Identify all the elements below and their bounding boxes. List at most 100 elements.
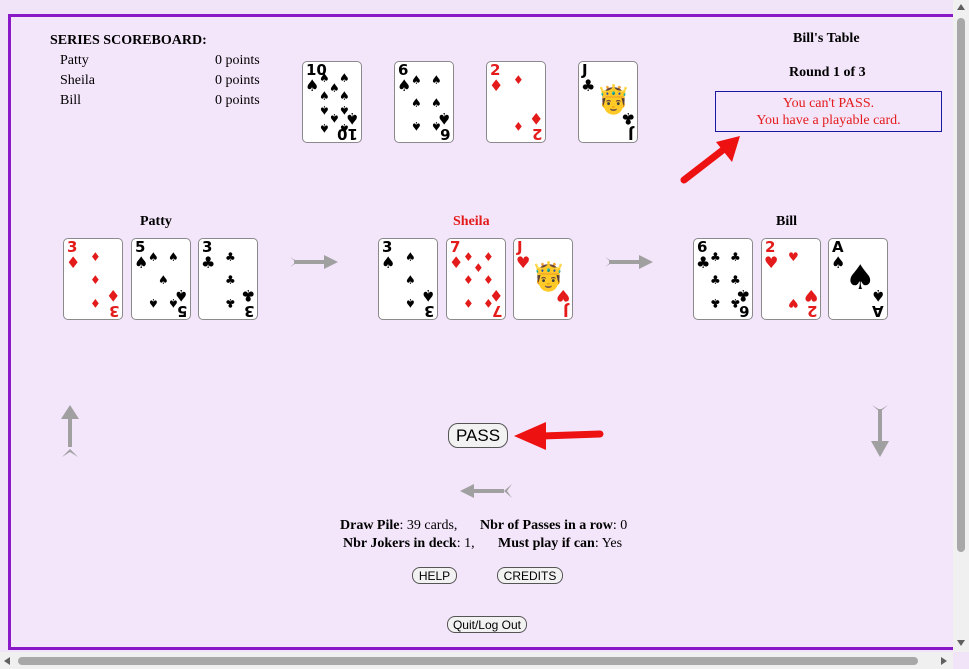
quit-button[interactable]: Quit/Log Out [447, 616, 527, 633]
pip-icon: ♠ [339, 121, 350, 135]
pip-icon: ♠ [339, 89, 350, 103]
up-arrow-icon [61, 405, 79, 457]
round-indicator: Round 1 of 3 [789, 65, 866, 80]
card-rank: A [832, 238, 844, 256]
scroll-right-icon[interactable] [941, 657, 947, 665]
card-suit-icon: ♠ [381, 253, 396, 272]
playing-card[interactable]: 6♠6♠♠♠♠♠♠♠ [394, 61, 454, 143]
playing-card[interactable]: 2♦2♦♦♦ [486, 61, 546, 143]
vertical-scrollbar[interactable] [953, 0, 969, 652]
credits-button[interactable]: CREDITS [497, 567, 563, 584]
player-name-bill: Bill [776, 214, 798, 229]
pip-icon: ♠ [431, 73, 442, 87]
pip-icon: ♠ [148, 296, 159, 310]
card-rank: J [517, 238, 523, 256]
ace-pip-icon: ♠ [845, 258, 876, 298]
scrollbar-thumb[interactable] [957, 18, 965, 552]
scoreboard-score: 0 points [215, 73, 260, 88]
playing-card[interactable]: 3♦3♦♦♦♦ [63, 238, 123, 320]
right-arrow-icon [605, 255, 653, 269]
playing-card[interactable]: 2♥2♥♥♥ [761, 238, 821, 320]
card-rank: J [628, 125, 634, 143]
card-suit-icon: ♠ [397, 76, 412, 95]
playing-card[interactable]: 3♣3♣♣♣♣ [198, 238, 258, 320]
stats-line-1: Draw Pile: 39 cards, [340, 518, 457, 534]
scroll-down-icon[interactable] [957, 640, 965, 646]
pip-icon: ♠ [319, 71, 330, 85]
pip-icon: ♣ [710, 296, 721, 310]
scrollbar-thumb[interactable] [18, 657, 918, 665]
pip-icon: ♦ [483, 296, 494, 310]
scroll-up-icon[interactable] [957, 4, 965, 10]
pip-icon: ♠ [405, 273, 416, 287]
pip-icon: ♦ [90, 296, 101, 310]
pip-icon: ♠ [319, 121, 330, 135]
card-suit-icon: ♥ [516, 253, 531, 272]
passes-value: : 0 [612, 518, 628, 533]
pip-icon: ♦ [483, 273, 494, 287]
playing-card[interactable]: A♠A♠♠ [828, 238, 888, 320]
pip-icon: ♣ [730, 250, 741, 264]
card-suit-icon: ♦ [449, 253, 464, 272]
card-rank: 3 [202, 238, 213, 256]
scoreboard-score: 0 points [215, 93, 260, 108]
pip-icon: ♠ [168, 296, 179, 310]
scoreboard-title: SERIES SCOREBOARD: [50, 33, 207, 48]
down-arrow-icon [871, 405, 889, 457]
card-rank: 2 [765, 238, 776, 256]
stats-line-1b: Nbr of Passes in a row: 0 [480, 518, 627, 534]
pip-icon: ♠ [405, 250, 416, 264]
pip-icon: ♦ [463, 273, 474, 287]
red-arrow-icon [514, 422, 604, 450]
must-play-value: : Yes [594, 536, 623, 551]
card-suit-icon: ♠ [305, 76, 320, 95]
player-name-patty: Patty [140, 214, 172, 229]
playing-card[interactable]: 5♠5♠♠♠♠♠♠ [131, 238, 191, 320]
card-pips: ♣♣♣ [213, 247, 247, 313]
playing-card[interactable]: 3♠3♠♠♠♠ [378, 238, 438, 320]
right-arrow-icon [290, 255, 338, 269]
playing-card[interactable]: 10♠10♠♠♠♠♠♠♠♠♠♠♠ [302, 61, 362, 143]
pip-icon: ♣ [710, 250, 721, 264]
face-card-icon: 🤴 [531, 260, 566, 293]
card-rank: J [582, 61, 588, 79]
playing-card[interactable]: J♥J♥🤴 [513, 238, 573, 320]
scoreboard-name: Sheila [60, 73, 95, 88]
pip-icon: ♣ [225, 273, 236, 287]
card-pips: ♦♦♦♦♦♦♦ [461, 247, 495, 313]
pip-icon: ♠ [339, 103, 350, 117]
card-pips: ♠♠♠♠♠♠♠♠♠♠ [317, 70, 351, 136]
card-rank: 10 [306, 61, 327, 79]
playing-card[interactable]: J♣J♣🤴 [578, 61, 638, 143]
card-pips: ♠♠♠♠♠♠ [409, 70, 443, 136]
pip-icon: ♠ [319, 89, 330, 103]
pip-icon: ♠ [339, 71, 350, 85]
help-button[interactable]: HELP [412, 567, 457, 584]
card-pips: ♦♦♦ [78, 247, 112, 313]
pip-icon: ♦ [513, 73, 524, 87]
stats-line-2b: Must play if can: Yes [498, 536, 622, 552]
draw-pile-value: : 39 cards, [399, 518, 458, 533]
pip-icon: ♠ [431, 119, 442, 133]
playing-card[interactable]: 7♦7♦♦♦♦♦♦♦♦ [446, 238, 506, 320]
pip-icon: ♣ [225, 250, 236, 264]
playing-card[interactable]: 6♣6♣♣♣♣♣♣♣ [693, 238, 753, 320]
table-title: Bill's Table [793, 31, 860, 46]
pip-icon: ♦ [473, 261, 484, 275]
pass-button[interactable]: PASS [448, 423, 508, 448]
card-pips: ♠ ♠ ♠ [393, 247, 427, 313]
pip-icon: ♠ [405, 296, 416, 310]
card-rank: 3 [67, 238, 78, 256]
pip-icon: ♠ [158, 273, 169, 287]
horizontal-scrollbar[interactable] [0, 652, 953, 669]
pip-icon: ♥ [788, 296, 799, 310]
red-arrow-icon [680, 136, 740, 184]
pip-icon: ♠ [411, 73, 422, 87]
scroll-left-icon[interactable] [4, 657, 10, 665]
pip-icon: ♠ [168, 250, 179, 264]
card-rank: 2 [490, 61, 501, 79]
pip-icon: ♦ [90, 273, 101, 287]
player-name-sheila: Sheila [453, 214, 490, 229]
card-suit-icon: ♠ [134, 253, 149, 272]
card-suit-icon: ♥ [764, 253, 779, 272]
